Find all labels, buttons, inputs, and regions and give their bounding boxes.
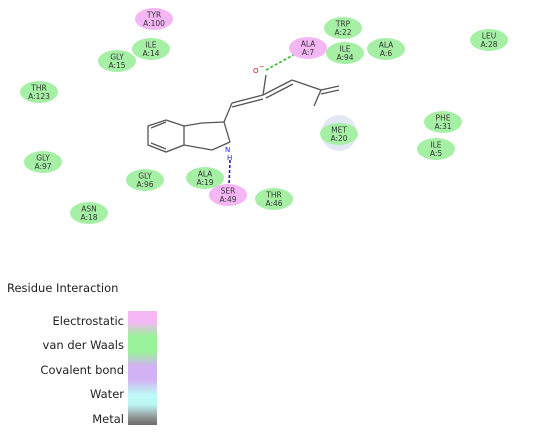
residue-label-name: LEU: [482, 32, 496, 41]
oxygen-charge: −: [259, 63, 265, 71]
residue-disc: [126, 169, 164, 191]
legend-item-metal: Metal: [92, 412, 124, 426]
residue-disc: [20, 81, 58, 103]
legend-item-covalent-bond: Covalent bond: [40, 363, 124, 377]
residue-label-name: THR: [30, 84, 46, 93]
residue-label-name: THR: [265, 191, 281, 200]
residue-disc: [132, 38, 170, 60]
legend-item-electrostatic: Electrostatic: [52, 314, 124, 328]
residue-label-chain: A:7: [302, 48, 315, 57]
residue-label-chain: A:19: [196, 178, 213, 187]
nitrogen-atom-label: N: [225, 146, 230, 154]
residue-disc: [98, 50, 136, 72]
residue-label-name: TYR: [146, 11, 161, 20]
oxygen-atom-label: O: [253, 67, 259, 75]
residue-disc: [135, 8, 173, 30]
legend-item-van-der-waals: van der Waals: [42, 338, 124, 352]
hbond-ser-a49: [228, 159, 231, 187]
residue-disc: [424, 111, 462, 133]
residue-label-chain: A:97: [34, 162, 51, 171]
residue-disc: [255, 188, 293, 210]
residue-label-name: TRP: [335, 20, 351, 29]
residue-label-chain: A:14: [142, 49, 159, 58]
hbond-ala-a7: [265, 47, 307, 71]
residue-label-name: GLY: [138, 172, 152, 181]
residue-disc: [320, 123, 358, 145]
residue-label-name: GLY: [110, 53, 124, 62]
residue-label-name: ILE: [145, 41, 156, 50]
legend-item-water: Water: [90, 387, 124, 401]
hydrogen-atom-label: H: [227, 154, 232, 162]
residue-label-chain: A:96: [136, 180, 153, 189]
residue-label-chain: A:15: [108, 61, 125, 70]
residue-disc: [470, 29, 508, 51]
residue-label-chain: A:94: [336, 53, 353, 62]
benzene-ring: [147, 119, 185, 153]
residue-label-name: ILE: [430, 141, 441, 150]
residue-label-chain: A:5: [430, 149, 443, 158]
residue-disc: [324, 17, 362, 39]
residue-label-chain: A:28: [480, 40, 497, 49]
residue-disc: [186, 167, 224, 189]
legend-color-bar: [128, 311, 157, 425]
residue-disc: [24, 151, 62, 173]
residue-label-name: ALA: [379, 41, 394, 50]
residue-label-name: ALA: [301, 40, 316, 49]
residue-label-name: ILE: [339, 45, 350, 54]
residue-label-chain: A:18: [80, 213, 97, 222]
residue-label-chain: A:123: [28, 92, 50, 101]
residue-label-name: PHE: [436, 114, 451, 123]
residue-disc: [209, 184, 247, 206]
residue-label-chain: A:46: [265, 199, 282, 208]
residue-layer: TYRA:100ILEA:14GLYA:15THRA:123TRPA:22ALA…: [20, 8, 508, 224]
residue-disc: [417, 138, 455, 160]
residue-label-name: MET: [331, 126, 347, 135]
residue-disc: [70, 202, 108, 224]
residue-disc: [367, 38, 405, 60]
residue-label-chain: A:22: [334, 28, 351, 37]
residue-label-name: GLY: [36, 154, 50, 163]
residue-label-name: ASN: [81, 205, 97, 214]
residue-disc: [289, 37, 327, 59]
ligand-structure: [147, 74, 340, 153]
residue-label-chain: A:6: [380, 49, 393, 58]
residue-label-chain: A:49: [219, 195, 236, 204]
residue-label-name: ALA: [198, 170, 213, 179]
residue-label-chain: A:20: [330, 134, 347, 143]
residue-label-chain: A:100: [143, 19, 165, 28]
residue-disc: [326, 42, 364, 64]
residue-label-name: SER: [221, 187, 236, 196]
legend-title: Residue Interaction: [7, 281, 119, 295]
residue-label-chain: A:31: [434, 122, 451, 131]
